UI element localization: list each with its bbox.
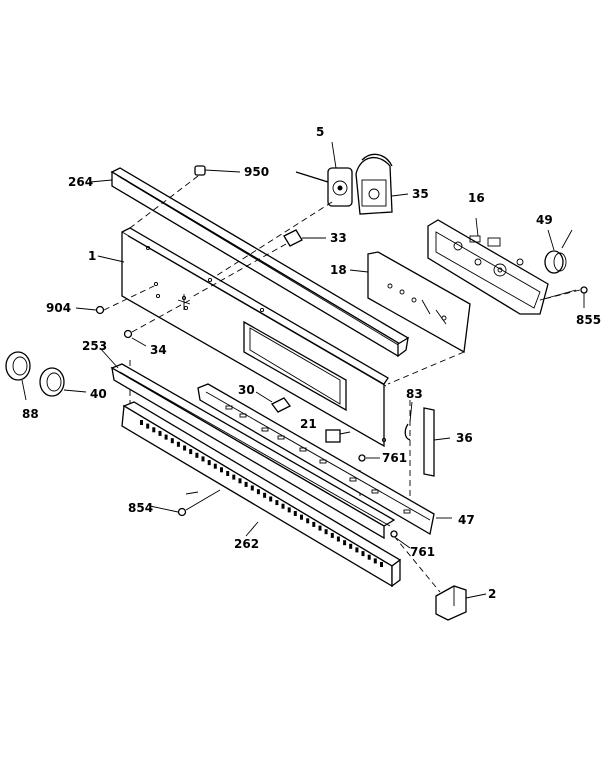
label-88: 88 — [22, 407, 39, 421]
louver-slot — [207, 460, 211, 466]
label-83: 83 — [406, 387, 423, 401]
louver-slot — [244, 481, 248, 487]
label-855: 855 — [576, 313, 601, 327]
louver-slot — [250, 485, 254, 491]
part-904-screw — [75, 305, 105, 315]
part-47-switch-panel — [197, 383, 435, 536]
part-262-louvered-base — [121, 401, 402, 588]
louver-slot — [140, 420, 143, 425]
label-253: 253 — [82, 339, 107, 353]
louver-slot — [287, 507, 291, 513]
part-761-screw-lower — [390, 530, 411, 549]
part-40-knob — [39, 367, 87, 397]
label-2: 2 — [488, 587, 496, 601]
louver-slot — [213, 463, 217, 469]
part-855-screw — [580, 286, 588, 308]
part-854-screw — [177, 489, 221, 517]
louver-slot — [355, 547, 359, 553]
louver-slot — [312, 521, 316, 527]
louver-slot — [324, 529, 328, 535]
louver-slot — [220, 467, 223, 473]
part-2-end-cap — [435, 585, 487, 621]
part-33-bracket — [283, 229, 326, 247]
louver-slot — [238, 478, 242, 484]
louver-slot — [361, 551, 365, 557]
louver-slot — [176, 441, 180, 447]
louver-slot — [263, 492, 267, 498]
louver-slot — [164, 434, 168, 440]
louver-slot — [232, 474, 236, 480]
louver-slot — [318, 525, 322, 531]
part-16-control-board — [427, 217, 577, 315]
part-761-screw-upper — [358, 454, 380, 462]
label-761-lower: 761 — [410, 545, 435, 559]
part-49-knob — [544, 229, 567, 274]
part-36-bar — [423, 407, 451, 477]
label-36: 36 — [456, 431, 473, 445]
part-88-knob — [5, 351, 31, 381]
label-34: 34 — [150, 343, 167, 357]
label-950: 950 — [244, 165, 269, 179]
louver-slot — [183, 445, 187, 451]
label-33: 33 — [330, 231, 347, 245]
part-950-clip — [194, 165, 241, 176]
louver-slot — [189, 449, 193, 455]
label-16: 16 — [468, 191, 485, 205]
louver-slot — [306, 518, 310, 524]
label-49: 49 — [536, 213, 553, 227]
label-262: 262 — [234, 537, 259, 551]
label-264: 264 — [68, 175, 93, 189]
part-labels: 264 950 5 35 16 49 33 1 18 904 855 34 25… — [22, 125, 601, 601]
part-30-button — [255, 391, 291, 413]
label-30: 30 — [238, 383, 255, 397]
louver-slot — [380, 562, 383, 567]
louver-slot — [275, 500, 279, 506]
part-35-switch — [355, 153, 409, 215]
louver-slot — [300, 514, 303, 520]
louver-slot — [349, 543, 353, 549]
louver-slot — [281, 503, 285, 509]
louver-slot — [170, 438, 174, 444]
label-40: 40 — [90, 387, 107, 401]
label-35: 35 — [412, 187, 429, 201]
label-47: 47 — [458, 513, 475, 527]
label-18: 18 — [330, 263, 347, 277]
part-5-motor — [295, 141, 353, 207]
louver-slot — [256, 489, 260, 495]
label-21: 21 — [300, 417, 317, 431]
louver-slot — [373, 558, 377, 564]
louver-slot — [269, 496, 273, 502]
louver-slot — [201, 456, 205, 462]
part-18-overlay — [349, 251, 471, 354]
label-761-upper: 761 — [382, 451, 407, 465]
part-253-lower-trim — [110, 363, 396, 540]
label-5: 5 — [316, 125, 324, 139]
part-34-fastener — [123, 329, 147, 347]
label-904: 904 — [46, 301, 71, 315]
louver-slot — [195, 452, 199, 458]
part-1-control-panel — [121, 227, 389, 448]
louver-slot — [330, 532, 334, 538]
louver-slot — [226, 471, 230, 476]
label-854: 854 — [128, 501, 153, 515]
louver-slot — [293, 511, 297, 516]
part-264-top-trim — [110, 167, 410, 358]
leader-lines — [21, 179, 573, 537]
part-21-switch — [325, 429, 351, 443]
louver-slot — [146, 423, 150, 429]
label-1: 1 — [88, 249, 96, 263]
louver-slot — [343, 540, 347, 546]
part-83-clip — [404, 401, 413, 441]
louver-slot — [367, 554, 371, 560]
louver-slot — [158, 430, 162, 436]
louver-slot — [336, 536, 340, 542]
louver-slot — [152, 427, 156, 433]
